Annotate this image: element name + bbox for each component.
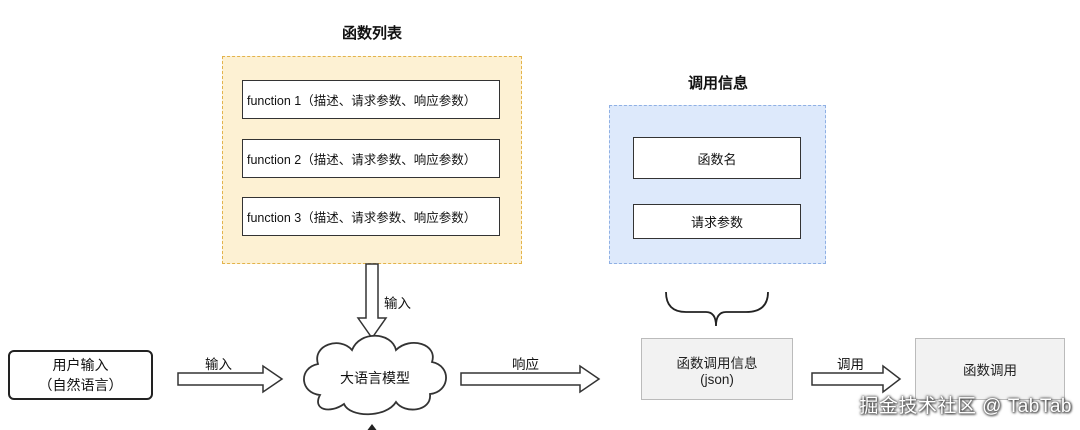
call-info-node-label: 函数调用信息 [676,355,758,371]
arrow-right-icon [811,364,902,394]
arrow-right-icon [460,364,601,394]
arrow-up-icon [367,424,377,430]
call-info-title: 调用信息 [687,75,748,92]
function-item-3: function 3（描述、请求参数、响应参数） [242,197,500,236]
function-name-field: 函数名 [633,137,801,179]
brace-icon [665,291,769,327]
edge-label-invoke: 调用 [837,357,864,372]
user-input-sublabel: （自然语言） [38,377,123,393]
function-call-node: 函数调用 [915,338,1065,400]
call-info-node: 函数调用信息 (json) [641,338,793,400]
function-item-1: function 1（描述、请求参数、响应参数） [242,80,500,119]
request-params-field: 请求参数 [633,204,801,239]
function-list-title: 函数列表 [341,25,402,42]
arrow-down-icon [356,263,388,340]
user-input-node: 用户输入 （自然语言） [8,350,153,400]
call-info-node-sublabel: (json) [700,371,734,387]
cloud-icon [303,334,447,416]
user-input-label: 用户输入 [52,357,109,373]
edge-label-input-left: 输入 [205,357,232,372]
arrow-right-icon [177,364,284,394]
watermark-text: 掘金技术社区 @ TabTab [859,396,1072,417]
edge-label-input-top: 输入 [384,296,411,311]
function-item-2: function 2（描述、请求参数、响应参数） [242,139,500,178]
function-call-label: 函数调用 [963,363,1017,378]
edge-label-response: 响应 [512,357,539,372]
llm-label: 大语言模型 [340,370,410,386]
